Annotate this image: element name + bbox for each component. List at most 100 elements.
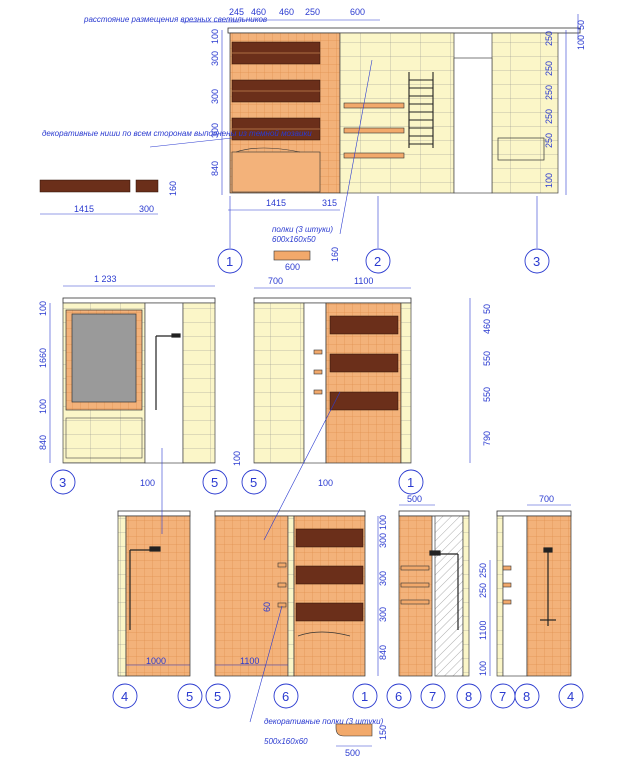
v3-dim-top-1: 700 — [268, 276, 283, 286]
dim-right-8: 100 — [544, 173, 554, 188]
v4-tiled-wall — [125, 515, 191, 677]
v5-ceiling — [214, 510, 366, 517]
v2-dim-left-2: 1660 — [38, 348, 48, 368]
v4-axis-label-5: 5 — [186, 689, 193, 704]
v6-shower-set — [429, 550, 459, 630]
v6-partition — [434, 515, 464, 677]
dim-right-3: 250 — [544, 31, 554, 46]
v5-dim-right-4: 300 — [378, 607, 388, 622]
v3-mosaic-1 — [329, 315, 399, 335]
v5-axis-label-1: 1 — [361, 689, 368, 704]
dim-left-3: 300 — [210, 89, 220, 104]
v2-wall-right — [182, 302, 216, 464]
v7-shower-set — [540, 547, 556, 626]
elevation-view-5: 100 300 300 300 840 1100 60 5 6 1 — [205, 510, 388, 723]
v3-axis-marker-1 — [398, 469, 424, 495]
v3-dim-top-2: 1100 — [354, 276, 373, 286]
axis-marker-3 — [524, 248, 550, 274]
v5-dim-right-3: 300 — [378, 571, 388, 586]
v6-dim-top: 500 — [407, 494, 422, 504]
v7-dim-left-3: 1100 — [478, 621, 488, 640]
v6-axis-label-7: 7 — [429, 689, 436, 704]
v7-tiled-wall — [526, 515, 572, 677]
v2-dim-left-4: 840 — [38, 435, 48, 450]
v2-vanity — [65, 417, 143, 459]
v2-axis-label-5: 5 — [211, 475, 218, 490]
v3-axis-label-1: 1 — [407, 475, 414, 490]
v5-mosaic-1 — [295, 528, 364, 548]
v3-shelf-1 — [313, 349, 323, 355]
shelf-1 — [343, 102, 405, 109]
dim-shelf-w: 600 — [285, 262, 300, 272]
v2-dim-top: 1 233 — [94, 274, 117, 284]
v7-passage — [502, 515, 528, 677]
v4-axis-label-4: 4 — [121, 689, 128, 704]
note-lights: расстояние размещения врезных светильник… — [83, 15, 267, 24]
v3-dim-right-2: 460 — [482, 319, 492, 334]
towel-radiator — [408, 72, 434, 148]
v2-mirror — [71, 313, 137, 403]
elevation-view-3: 700 1100 50 460 550 550 790 100 5 1 — [241, 276, 492, 495]
v3-dim-right-3: 550 — [482, 351, 492, 366]
v7-axis-label-4: 4 — [567, 689, 574, 704]
elevation-view-6: 500 6 7 8 — [386, 494, 482, 709]
dim-top-3: 460 — [279, 7, 294, 17]
v6-ceiling — [398, 510, 470, 517]
v4-axis-marker-4 — [112, 683, 138, 709]
v7-dim-top: 700 — [539, 494, 554, 504]
v2-axis-marker-5 — [202, 469, 228, 495]
deco-shelves-block: декоративные полки (3 штуки) 500х160х60 … — [264, 717, 388, 758]
v5-dim-right-2: 300 — [378, 533, 388, 548]
dim-right-5: 250 — [544, 85, 554, 100]
elevation-view-7: 700 250 250 1100 100 7 8 4 — [478, 494, 584, 709]
v7-ceiling — [496, 510, 572, 517]
v4-ceiling — [117, 510, 191, 517]
v5-washbasin — [297, 631, 351, 637]
axis-label-1: 1 — [226, 254, 233, 269]
v3-axis-label-5: 5 — [250, 475, 257, 490]
note-shelves: полки (3 штуки) — [272, 225, 333, 234]
axis-label-3: 3 — [533, 254, 540, 269]
v3-door-zone — [303, 302, 327, 464]
v2-dim-left-1: 100 — [38, 301, 48, 316]
v5-leader-deco — [249, 605, 283, 723]
v7-axis-label-7: 7 — [499, 689, 506, 704]
v3-dim-bottom: 100 — [318, 478, 333, 488]
v4-axis-marker-5 — [177, 683, 203, 709]
v6-shelf-3 — [400, 599, 430, 605]
v6-shelf-2 — [400, 582, 430, 588]
dim-niche-2: 300 — [139, 204, 154, 214]
leader-v3-v5 — [263, 391, 341, 541]
dim-top-1: 245 — [229, 7, 244, 17]
niche-sample-long — [39, 179, 131, 193]
ceiling-line — [227, 27, 581, 34]
v7-wall-edge — [496, 515, 504, 677]
v3-axis-marker-5 — [241, 469, 267, 495]
v7-shelf-1 — [502, 565, 512, 571]
v6-axis-label-6: 6 — [395, 689, 402, 704]
mosaic-grid-lines-1 — [232, 52, 320, 130]
wall-panel-far — [491, 32, 559, 194]
v7-dim-left-1: 250 — [478, 563, 488, 578]
v5-shelf-1 — [277, 562, 287, 568]
v7-dim-left-2: 250 — [478, 583, 488, 598]
v2-shower-set — [155, 333, 181, 410]
axis-label-2: 2 — [374, 254, 381, 269]
v2-dim-bottom-1: 100 — [140, 478, 155, 488]
elevation-view-4: 1000 4 5 — [112, 510, 203, 709]
v5-axis-marker-6 — [273, 683, 299, 709]
v7-axis-marker-8 — [514, 683, 540, 709]
v3-mosaic-2 — [329, 353, 399, 373]
v2-dim-left-3: 100 — [38, 399, 48, 414]
dim-shelf-h: 160 — [330, 247, 340, 262]
dim-right-7: 250 — [544, 133, 554, 148]
v5-axis-label-5: 5 — [214, 689, 221, 704]
v4-dim-bottom: 1000 — [146, 656, 166, 666]
elevation-view-1: 245 460 460 250 600 100 300 300 300 840 … — [39, 7, 586, 274]
v5-wall-edge — [287, 515, 295, 677]
v3-mosaic-3 — [329, 391, 399, 411]
v3-dim-right-4: 550 — [482, 387, 492, 402]
deco-dim-w: 500 — [345, 748, 360, 758]
dim-right-1: 50 — [576, 20, 586, 30]
